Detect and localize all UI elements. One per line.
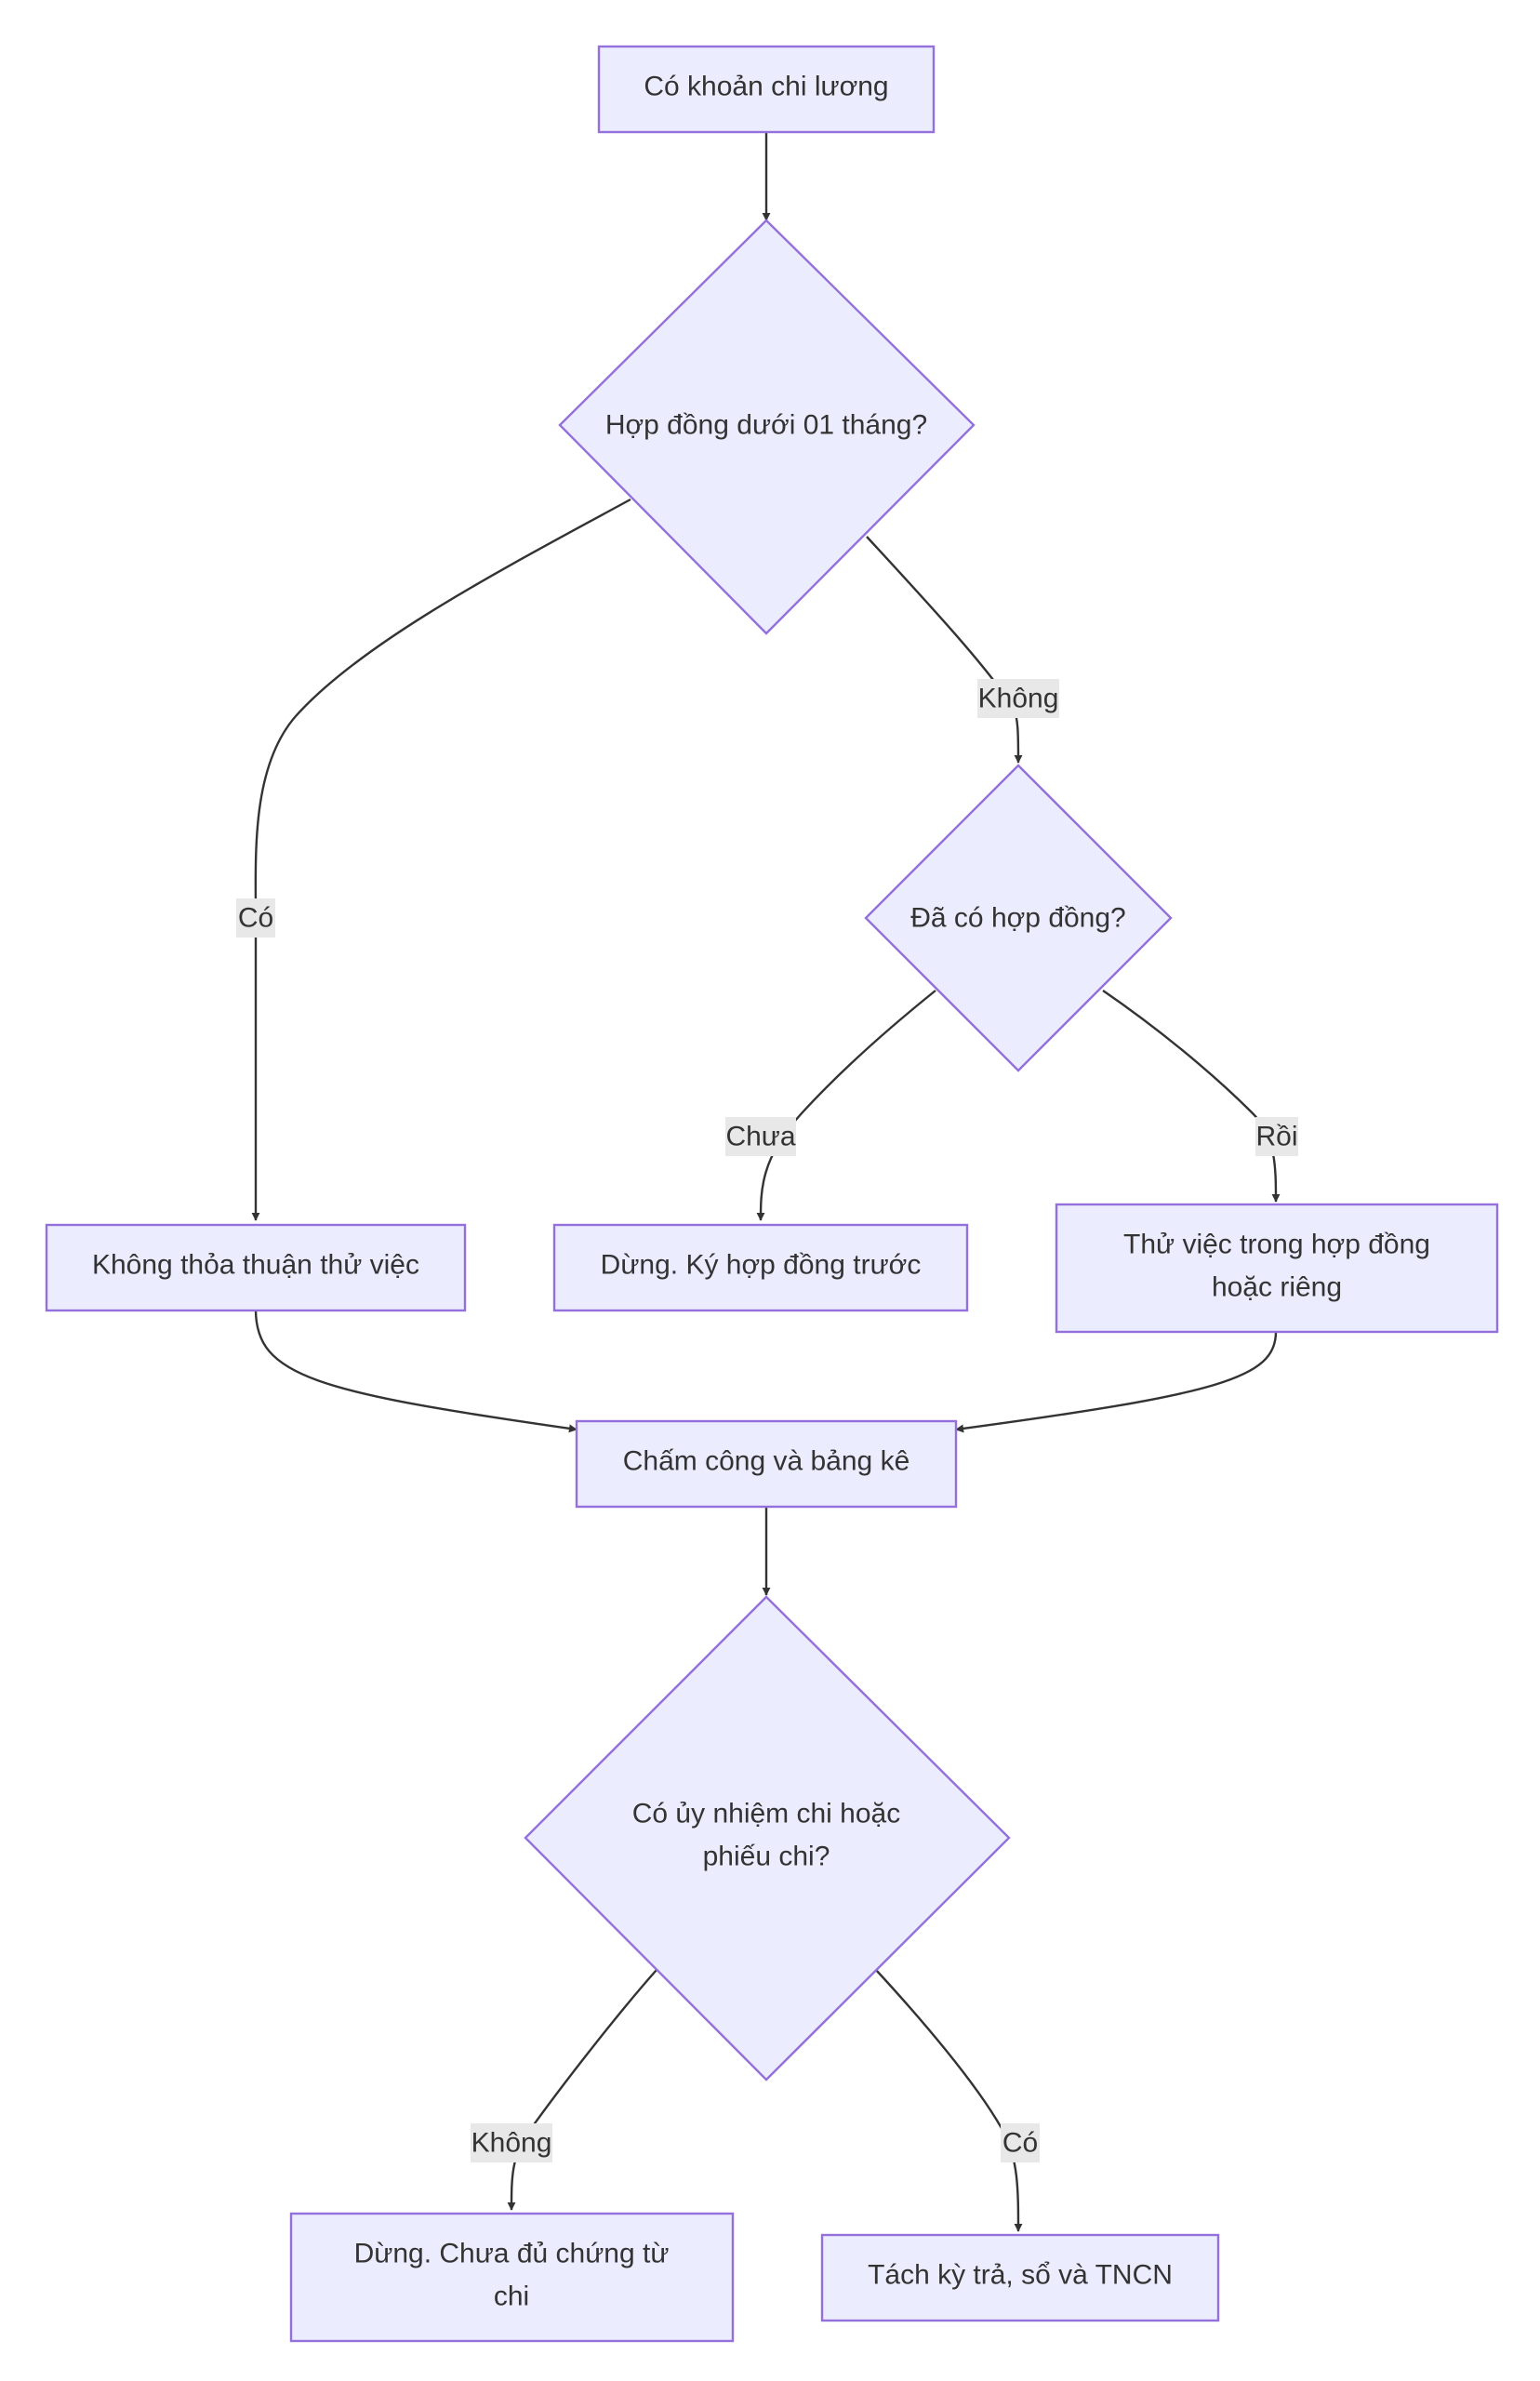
node-start-label: Có khoản chi lương: [644, 72, 888, 102]
node-no-probation-label: Không thỏa thuận thử việc: [92, 1250, 419, 1281]
decision-has-contract: Đã có hợp đồng?: [864, 764, 1173, 1072]
edge-label-signed-yes: Rồi: [1255, 1117, 1298, 1156]
node-split-payment: Tách kỳ trả, sổ và TNCN: [820, 2233, 1220, 2322]
edge-label-contract-yes-text: Có: [238, 903, 273, 934]
node-timesheet: Chấm công và bảng kê: [575, 1419, 958, 1509]
edge-label-signed-yes-text: Rồi: [1255, 1122, 1297, 1152]
edge-payment-to-split: [875, 1969, 1023, 2232]
decision-contract-label: Hợp đồng dưới 01 tháng?: [605, 410, 927, 441]
edge-label-payment-no-text: Không: [471, 2128, 552, 2159]
edge-label-signed-no: Chưa: [725, 1117, 796, 1156]
edge-contract-to-no-probation: [251, 498, 631, 1221]
decision-payment-voucher: Có ủy nhiệm chi hoặc phiếu chi?: [524, 1595, 1011, 2082]
decision-has-contract-label: Đã có hợp đồng?: [910, 903, 1126, 934]
edge-label-signed-no-text: Chưa: [725, 1122, 795, 1152]
node-stop-sign-contract: Dừng. Ký hợp đồng trước: [552, 1223, 969, 1312]
edge-contract-to-signed: [866, 536, 1023, 764]
node-stop-docs-label-line2: chi: [494, 2281, 529, 2312]
edge-no-probation-to-timesheet: [254, 1309, 578, 1433]
edge-payment-to-stop-docs: [507, 1969, 657, 2211]
edge-signed-to-probation: [1102, 990, 1281, 1203]
node-start: Có khoản chi lương: [597, 45, 936, 134]
edge-signed-to-stop: [756, 990, 936, 1221]
decision-payment-label-line1: Có ủy nhiệm chi hoặc: [632, 1799, 901, 1829]
node-probation: Thử việc trong hợp đồng hoặc riêng: [1055, 1203, 1499, 1334]
edge-probation-to-timesheet: [955, 1331, 1278, 1433]
node-stop-missing-docs: Dừng. Chưa đủ chứng từ chi: [289, 2212, 735, 2343]
node-stop-sign-label: Dừng. Ký hợp đồng trước: [601, 1250, 922, 1281]
edge-label-contract-no-text: Không: [978, 684, 1059, 714]
node-probation-label-line1: Thử việc trong hợp đồng: [1123, 1230, 1430, 1260]
edge-label-contract-no: Không: [977, 679, 1059, 718]
node-stop-docs-label-line1: Dừng. Chưa đủ chứng từ: [354, 2239, 670, 2269]
node-no-probation: Không thỏa thuận thử việc: [45, 1223, 467, 1312]
decision-payment-label-line2: phiếu chi?: [703, 1842, 830, 1872]
edge-label-payment-yes-text: Có: [1002, 2128, 1038, 2159]
node-split-label: Tách kỳ trả, sổ và TNCN: [868, 2260, 1173, 2291]
edge-label-payment-no: Không: [471, 2123, 552, 2162]
edge-label-payment-yes: Có: [1001, 2123, 1040, 2162]
decision-contract-under-one-month: Hợp đồng dưới 01 tháng?: [558, 219, 976, 635]
node-probation-label-line2: hoặc riêng: [1212, 1272, 1342, 1303]
node-timesheet-label: Chấm công và bảng kê: [623, 1446, 910, 1477]
edge-label-contract-yes: Có: [236, 898, 275, 938]
